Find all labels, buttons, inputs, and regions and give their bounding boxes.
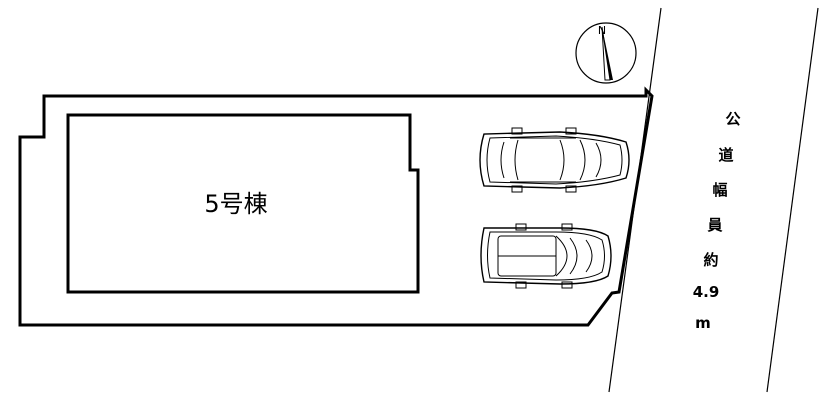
road-label-char-3: 幅 (712, 181, 727, 199)
building-footprint (66, 113, 420, 294)
car-icon (479, 127, 630, 193)
car-icon (480, 223, 612, 289)
building-label: 5号棟 (204, 190, 267, 218)
road-edge-right (766, 7, 819, 393)
road-label-char-4: 員 (706, 216, 722, 234)
road-label-char-1: 公 (725, 110, 740, 128)
lot-boundary (18, 86, 654, 327)
road-width-value: 4.9 (693, 283, 720, 301)
north-label: N (598, 24, 606, 37)
north-compass-icon: N (575, 22, 637, 84)
road-label-char-2: 道 (718, 146, 733, 164)
road-label-char-5: 約 (703, 251, 718, 269)
road-edge-left (608, 7, 662, 393)
road-width-unit: m (695, 314, 711, 332)
